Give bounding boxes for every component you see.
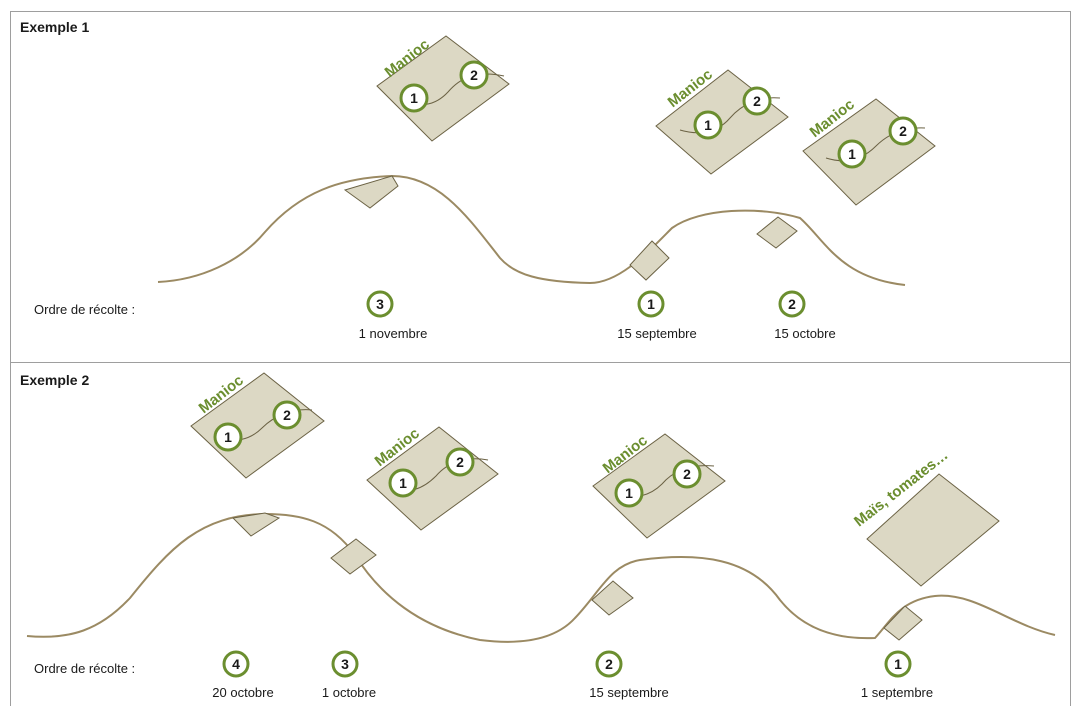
step-2-number: 2 — [683, 466, 691, 482]
step-2-marker — [742, 86, 772, 116]
example-2-title: Exemple 2 — [20, 372, 90, 388]
step-1-number: 1 — [848, 146, 856, 162]
step-2-number: 2 — [470, 67, 478, 83]
harvest-rank-marker: 1 — [637, 290, 665, 318]
harvest-date: 20 octobre — [212, 685, 274, 700]
field-patch — [343, 175, 399, 209]
field-patch — [629, 240, 670, 281]
step-1-number: 1 — [704, 117, 712, 133]
terrain-profile-1 — [157, 174, 906, 286]
step-1-marker — [837, 139, 867, 169]
field-patch — [591, 580, 634, 616]
plot-card: Manioc 1 2 — [802, 96, 936, 206]
step-2-number: 2 — [899, 123, 907, 139]
harvest-date: 15 septembre — [589, 685, 669, 700]
harvest-date: 15 septembre — [617, 326, 697, 341]
harvest-rank-marker: 2 — [595, 650, 623, 678]
harvest-rank-marker: 2 — [778, 290, 806, 318]
step-2-number: 2 — [283, 407, 291, 423]
harvest-date: 15 octobre — [774, 326, 836, 341]
step-2-number: 2 — [753, 93, 761, 109]
step-1-number: 1 — [224, 429, 232, 445]
plot-card: Maïs, tomates… — [851, 447, 1000, 587]
plot-rectangle — [592, 433, 726, 539]
step-1-marker — [213, 422, 243, 452]
harvest-date: 1 novembre — [358, 326, 428, 341]
step-2-marker — [672, 459, 702, 489]
step-1-marker — [388, 468, 418, 498]
plot-card: Manioc 1 2 — [655, 66, 789, 175]
example-1-title: Exemple 1 — [20, 19, 90, 35]
harvest-order-label: Ordre de récolte : — [34, 302, 136, 317]
step-1-number: 1 — [625, 485, 633, 501]
harvest-rank-number: 2 — [788, 296, 796, 312]
field-patch — [883, 605, 923, 641]
harvest-rank-number: 2 — [605, 656, 613, 672]
harvest-rank-number: 4 — [232, 656, 240, 672]
terrain-field-patches — [231, 175, 923, 641]
harvest-rank-marker: 1 — [884, 650, 912, 678]
plot-card: Manioc 1 2 — [190, 372, 325, 479]
step-1-number: 1 — [410, 90, 418, 106]
harvest-rank-number: 3 — [376, 296, 384, 312]
plot-rectangle — [866, 473, 1000, 587]
step-1-marker — [614, 478, 644, 508]
field-patch — [231, 512, 281, 537]
step-1-marker — [399, 83, 429, 113]
terrain-profile-2 — [26, 512, 1056, 643]
step-2-marker — [272, 400, 302, 430]
harvest-date: 1 octobre — [321, 685, 377, 700]
plot-rectangle — [376, 35, 510, 142]
step-2-marker — [445, 447, 475, 477]
harvest-rank-marker: 4 — [222, 650, 250, 678]
harvest-rank-number: 1 — [894, 656, 902, 672]
field-patch — [330, 538, 377, 575]
plot-card: Manioc 1 2 — [366, 425, 499, 531]
step-2-marker — [888, 116, 918, 146]
plot-card: Manioc 1 2 — [592, 432, 726, 539]
harvest-rank-number: 3 — [341, 656, 349, 672]
harvest-date: 1 septembre — [860, 685, 934, 700]
step-2-number: 2 — [456, 454, 464, 470]
field-patch — [756, 216, 798, 249]
harvest-order-label: Ordre de récolte : — [34, 661, 136, 676]
step-2-marker — [459, 60, 489, 90]
harvest-rank-marker: 3 — [331, 650, 359, 678]
step-1-marker — [693, 110, 723, 140]
step-1-number: 1 — [399, 475, 407, 491]
harvest-rank-number: 1 — [647, 296, 655, 312]
harvest-rank-marker: 3 — [366, 290, 394, 318]
plot-rectangle — [190, 372, 325, 479]
plot-card: Manioc 1 2 — [376, 35, 510, 142]
plot-rectangle — [366, 426, 499, 531]
